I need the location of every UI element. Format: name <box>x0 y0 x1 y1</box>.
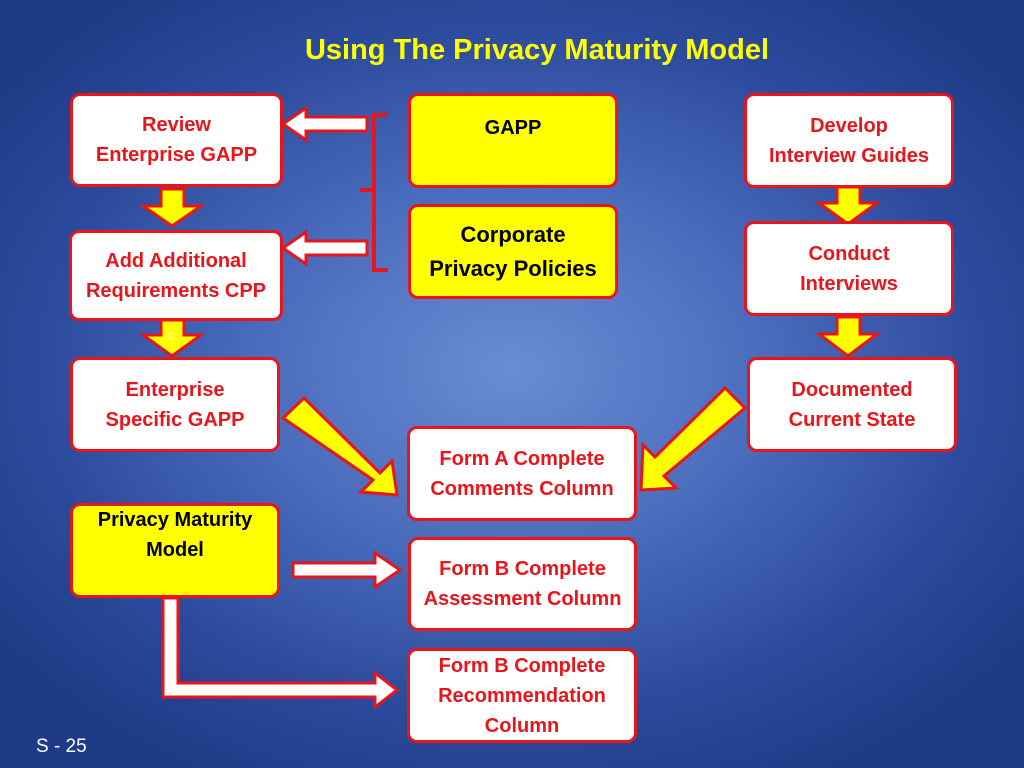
arrow-down-add-additional <box>138 318 206 358</box>
slide-title: Using The Privacy Maturity Model <box>304 34 770 66</box>
arrow-diag-left <box>280 395 399 497</box>
develop-interview-guides-label: Develop Interview Guides <box>768 114 930 167</box>
enterprise-specific-gapp-label: Enterprise Specific GAPP <box>105 378 245 431</box>
privacy-maturity-model-box: Privacy Maturity Model <box>70 503 280 598</box>
add-additional-requirements-box: Add Additional Requirements CPP <box>69 230 283 321</box>
documented-current-state-label: Documented Current State <box>788 378 916 431</box>
arrow-to-recommendation <box>161 596 400 711</box>
conduct-interviews-box: Conduct Interviews <box>744 221 954 316</box>
conduct-interviews-label: Conduct Interviews <box>800 242 898 295</box>
arrow-down-review <box>138 187 206 228</box>
form-a-comments-label: Form A Complete Comments Column <box>430 447 614 500</box>
gapp-label: GAPP <box>484 117 542 139</box>
form-b-assessment-box: Form B Complete Assessment Column <box>408 537 637 631</box>
review-enterprise-gapp-label: Review Enterprise GAPP <box>95 114 258 166</box>
arrow-diag-right <box>639 385 748 492</box>
arrow-down-conduct <box>814 315 882 358</box>
corporate-privacy-policies-label: Corporate Privacy Policies <box>429 221 597 281</box>
stray-mark: c <box>168 328 174 342</box>
bracket <box>360 113 388 272</box>
arrow-to-add-additional <box>280 229 369 267</box>
develop-interview-guides-box: Develop Interview Guides <box>744 93 954 188</box>
arrow-down-develop <box>814 185 882 226</box>
form-b-recommendation-label: Form B Complete Recommendation Column <box>438 654 606 737</box>
arrow-to-review <box>280 105 369 143</box>
documented-current-state-box: Documented Current State <box>747 357 957 452</box>
arrow-to-assessment <box>291 550 403 590</box>
slide-number: S - 25 <box>36 736 87 757</box>
form-b-assessment-label: Form B Complete Assessment Column <box>423 558 622 610</box>
form-b-recommendation-box: Form B Complete Recommendation Column <box>407 648 637 743</box>
gapp-box: GAPP <box>408 93 618 188</box>
form-a-comments-box: Form A Complete Comments Column <box>407 426 637 521</box>
enterprise-specific-gapp-box: Enterprise Specific GAPP <box>70 357 280 452</box>
privacy-maturity-model-label: Privacy Maturity Model <box>97 508 253 561</box>
corporate-privacy-policies-box: Corporate Privacy Policies <box>408 204 618 299</box>
add-additional-requirements-label: Add Additional Requirements CPP <box>85 249 267 302</box>
review-enterprise-gapp-box: Review Enterprise GAPP <box>70 93 283 187</box>
